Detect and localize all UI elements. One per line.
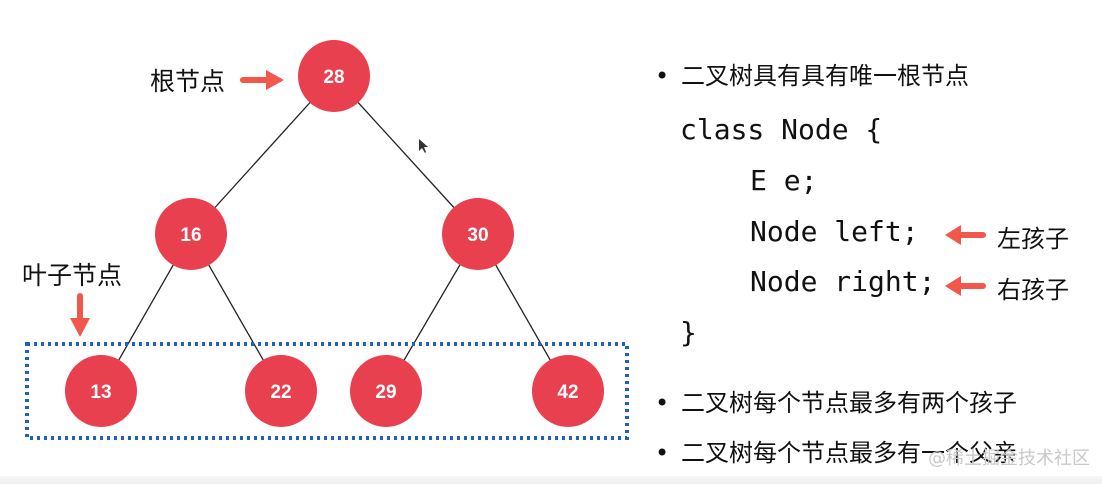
tree-node: 42 <box>532 355 604 427</box>
leaf-arrow-icon <box>70 293 90 337</box>
tree-node: 29 <box>350 355 422 427</box>
bullet-two-children: • 二叉树每个节点最多有两个孩子 <box>655 383 1017 418</box>
mouse-cursor-icon <box>419 139 428 153</box>
tree-node: 13 <box>65 355 137 427</box>
right-child-annotation: 右孩子 <box>997 276 1069 304</box>
info-panel: • 二叉树具有具有唯一根节点 class Node { E e; Node lef… <box>655 0 1095 484</box>
tree-node: 30 <box>442 198 514 270</box>
bullet-one-parent-text: 二叉树每个节点最多有一个父亲 <box>681 439 1017 467</box>
bullet-root-unique-text: 二叉树具有具有唯一根节点 <box>681 62 969 90</box>
tree-node-circle <box>350 355 422 427</box>
bullet-root-unique: • 二叉树具有具有唯一根节点 <box>655 56 969 91</box>
code-line-close: } <box>680 316 697 349</box>
tree-node-circle <box>155 198 227 270</box>
tree-node-value: 16 <box>180 225 201 246</box>
tree-nodes: 28 16 30 13 22 29 42 <box>65 40 604 427</box>
leaf-nodes-box <box>25 342 629 440</box>
tree-node-value: 13 <box>90 382 111 403</box>
tree-node-value: 22 <box>270 382 291 403</box>
code-line-right: Node right; <box>750 265 936 298</box>
tree-node-value: 42 <box>557 382 578 403</box>
leaf-node-label: 叶子节点 <box>22 261 122 290</box>
watermark: @稀土掘金技术社区 <box>928 448 1090 469</box>
left-child-annotation: 左孩子 <box>997 225 1069 253</box>
bullet-dot: • <box>655 389 670 417</box>
right-child-arrow-icon <box>945 276 986 296</box>
tree-node-value: 29 <box>375 382 396 403</box>
left-child-arrow-icon <box>945 225 986 245</box>
code-line-left: Node left; <box>750 215 919 248</box>
tree-node-circle <box>442 198 514 270</box>
bullet-dot: • <box>655 62 670 90</box>
tree-node-value: 28 <box>323 67 344 88</box>
tree-node: 16 <box>155 198 227 270</box>
bullet-one-parent: • 二叉树每个节点最多有一个父亲 <box>655 433 1017 468</box>
bullet-dot: • <box>655 439 670 467</box>
bullet-two-children-text: 二叉树每个节点最多有两个孩子 <box>681 389 1017 417</box>
tree-node-value: 30 <box>467 225 488 246</box>
tree-node-circle <box>298 40 370 112</box>
tree-node-circle <box>245 355 317 427</box>
tree-node-circle <box>532 355 604 427</box>
tree-node: 22 <box>245 355 317 427</box>
root-node-label: 根节点 <box>150 67 225 96</box>
root-arrow-icon <box>240 70 284 90</box>
tree-node: 28 <box>298 40 370 112</box>
tree-node-circle <box>65 355 137 427</box>
code-line-element: E e; <box>750 164 818 197</box>
bottom-bar <box>0 476 1102 484</box>
code-line-class: class Node { <box>680 113 883 146</box>
